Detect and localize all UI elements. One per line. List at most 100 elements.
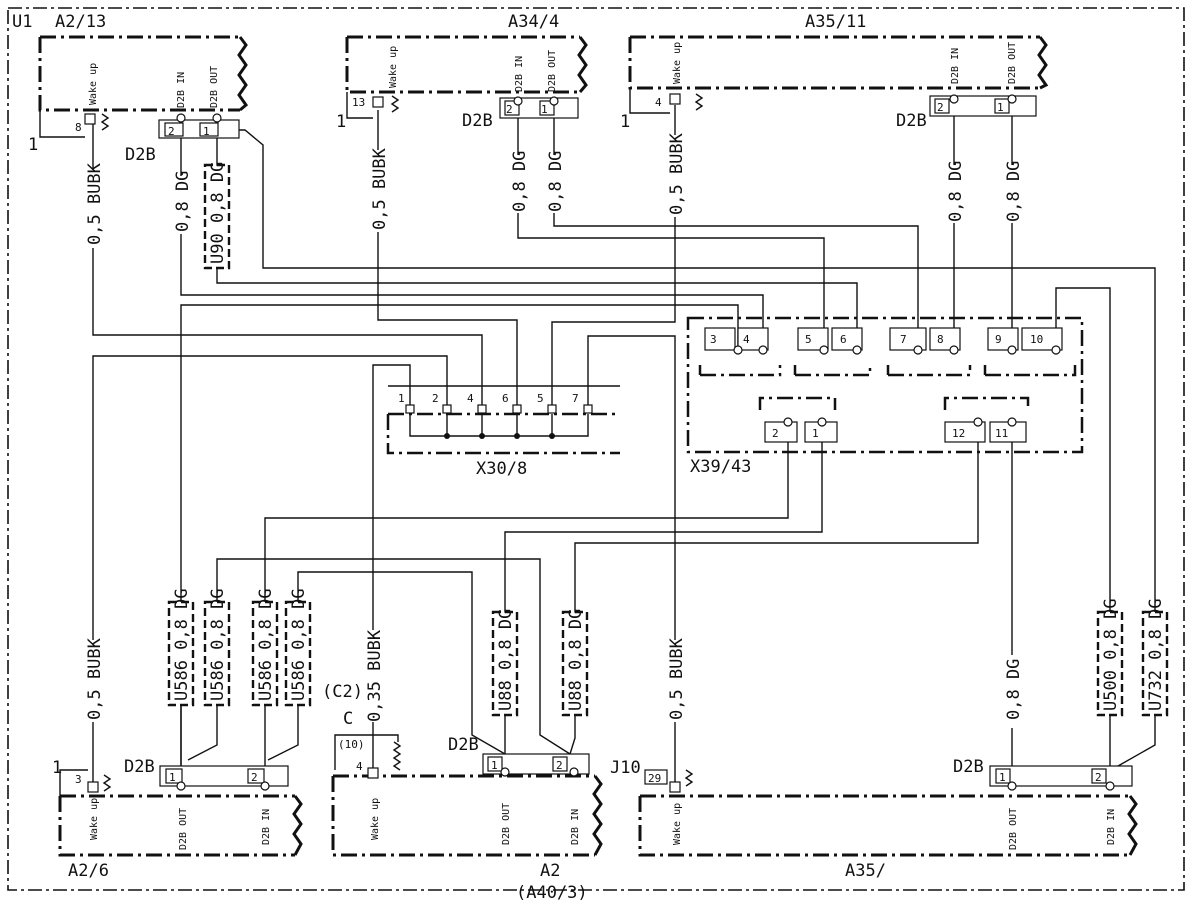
unit-a34-4-d2b-in: D2B IN (514, 56, 525, 92)
sleeve-u586-label: U586 0,8 DG (172, 588, 192, 701)
unit-a2-6-ground: 1 (52, 758, 62, 778)
x39-43-pin: 6 (840, 333, 847, 346)
unit-a2-d2b-in: D2B IN (570, 809, 581, 845)
x30-8-pin: 2 (432, 392, 439, 405)
unit-a34-4-pin-in: 2 (506, 103, 513, 116)
unit-a35-conn: J10 (610, 758, 641, 778)
wire-label: 0,8 DG (1004, 161, 1024, 222)
frame-bottom-label: (A40/3) (516, 883, 588, 903)
sleeve-u586 (284, 600, 312, 707)
sleeve-u88 (561, 610, 589, 717)
unit-a2-13-d2b: D2B (125, 145, 156, 165)
unit-a35-11-d2b-in: D2B IN (950, 48, 961, 84)
unit-a2-13-wakeup: Wake up (88, 63, 99, 105)
unit-a2-13-pin-wake: 8 (75, 121, 82, 134)
sleeve-u586 (251, 600, 279, 707)
connector-x30-8: X30/8 1 2 4 6 5 7 (386, 392, 620, 479)
unit-a2-13-pin-out: 1 (203, 125, 210, 138)
unit-a35-11-pin-out: 1 (997, 101, 1004, 114)
x30-8-pins: 1 2 4 6 5 7 (398, 392, 593, 414)
sleeve-u586-label: U586 0,8 DG (289, 588, 309, 701)
unit-a2-6: A2/6 Wake up D2B OUT D2B IN 1 2 D2B 3 1 (52, 757, 303, 881)
sleeve-u90 (203, 163, 231, 270)
unit-a2-6-d2b: D2B (124, 757, 155, 777)
unit-a35-d2b: D2B (953, 757, 984, 777)
unit-a35-pin-in: 2 (1095, 771, 1102, 784)
unit-a2-13-name: A2/13 (55, 12, 106, 32)
x30-8-pin: 6 (502, 392, 509, 405)
unit-a35-d2b-in: D2B IN (1106, 809, 1117, 845)
unit-a35-pin-out: 1 (999, 771, 1006, 784)
x39-43-pin: 5 (805, 333, 812, 346)
x30-8-pin: 4 (467, 392, 474, 405)
x39-43-pin: 3 (710, 333, 717, 346)
unit-a2-conn: C (343, 709, 353, 729)
unit-a2-6-pin-out: 1 (169, 771, 176, 784)
unit-a35-d2b-out: D2B OUT (1008, 808, 1019, 850)
unit-a2-6-pin-wake: 3 (75, 773, 82, 786)
unit-a35-pin-wake: 29 (648, 772, 661, 785)
wire-label: 0,5 BUBK (85, 637, 105, 720)
x39-43-pin: 2 (772, 427, 779, 440)
wire-label: 0,35 BUBK (365, 629, 385, 722)
sleeve-u586 (167, 600, 195, 707)
sleeve-u500 (1096, 610, 1124, 717)
unit-a35-11-name: A35/11 (805, 12, 866, 32)
sleeve-u88-label: U88 0,8 DG (566, 609, 586, 711)
x39-43-bottom-pins: 2 1 12 11 (758, 396, 1030, 443)
x39-43-pin: 11 (995, 427, 1008, 440)
unit-a2-13-pin-in: 2 (168, 125, 175, 138)
wire-label: 0,8 DG (946, 161, 966, 222)
unit-a34-4-pin-wake: 13 (352, 96, 365, 109)
unit-a2-13: A2/13 Wake up D2B IN D2B OUT 2 1 D2B 8 1 (28, 12, 249, 165)
x39-43-pin: 7 (900, 333, 907, 346)
sleeve-u586-label: U586 0,8 DG (256, 588, 276, 701)
x39-43-pin: 1 (812, 427, 819, 440)
sleeve-u88-label: U88 0,8 DG (496, 609, 516, 711)
unit-a35-11-wakeup: Wake up (672, 42, 683, 84)
sleeve-u500-label: U500 0,8 DG (1101, 598, 1121, 711)
unit-a35-11: A35/11 Wake up D2B IN D2B OUT 2 1 D2B 4 … (620, 12, 1049, 132)
wire-label: 0,8 DG (173, 171, 193, 232)
unit-a35-11-d2b-out: D2B OUT (1007, 42, 1018, 84)
unit-a2-6-d2b-in: D2B IN (261, 809, 272, 845)
wire-label: 0,5 BUBK (85, 162, 105, 245)
unit-a34-4-d2b-out: D2B OUT (547, 50, 558, 92)
unit-a2-6-d2b-out: D2B OUT (178, 808, 189, 850)
unit-a2-pin-wake: 4 (356, 760, 363, 773)
wire-label: 0,5 BUBK (667, 132, 687, 215)
unit-a35-11-d2b: D2B (896, 111, 927, 131)
unit-a35-name: A35/ (845, 861, 886, 881)
unit-a2-wakeup: Wake up (370, 798, 381, 840)
sleeve-u732 (1141, 610, 1169, 717)
unit-a35-11-ground: 1 (620, 112, 630, 132)
x39-43-top-pins: 3 4 5 6 7 8 9 10 (698, 327, 1077, 377)
connector-x39-43: X39/43 3 4 5 6 7 8 9 (686, 316, 1084, 477)
x30-8-name: X30/8 (476, 459, 527, 479)
x39-43-pin: 10 (1030, 333, 1043, 346)
unit-a2: A2 Wake up D2B OUT D2B IN 1 2 D2B 4 C (C… (322, 682, 603, 881)
wire-label: 0,8 DG (1004, 659, 1024, 720)
outer-frame (7, 7, 1185, 891)
unit-a2-pin-in: 2 (556, 759, 563, 772)
unit-a34-4-ground: 1 (336, 112, 346, 132)
wire-label: 0,8 DG (510, 151, 530, 212)
unit-a34-4-wakeup: Wake up (388, 46, 399, 88)
wire-labels: 0,5 BUBK 0,8 DG 0,5 BUBK 0,8 DG 0,8 DG 0… (82, 132, 1024, 722)
x30-8-pin: 7 (572, 392, 579, 405)
sleeve-u88 (491, 610, 519, 717)
sleeves: U90 0,8 DG U586 0,8 DG U586 0,8 DG U586 … (167, 162, 1169, 717)
sleeve-u90-label: U90 0,8 DG (208, 162, 228, 264)
unit-a2-d2b: D2B (448, 735, 479, 755)
unit-a2-13-ground: 1 (28, 135, 38, 155)
x30-8-bus (409, 414, 589, 437)
unit-a2-name: A2 (540, 861, 560, 881)
unit-a2-13-d2b-out: D2B OUT (209, 66, 220, 108)
unit-a2-pin-out: 1 (491, 759, 498, 772)
unit-a34-4-name: A34/4 (508, 12, 559, 32)
unit-a2-13-d2b-in: D2B IN (176, 72, 187, 108)
frame-label: U1 (12, 12, 32, 32)
unit-a2-d2b-out: D2B OUT (501, 803, 512, 845)
unit-a2-conn-alt: (C2) (322, 682, 363, 702)
